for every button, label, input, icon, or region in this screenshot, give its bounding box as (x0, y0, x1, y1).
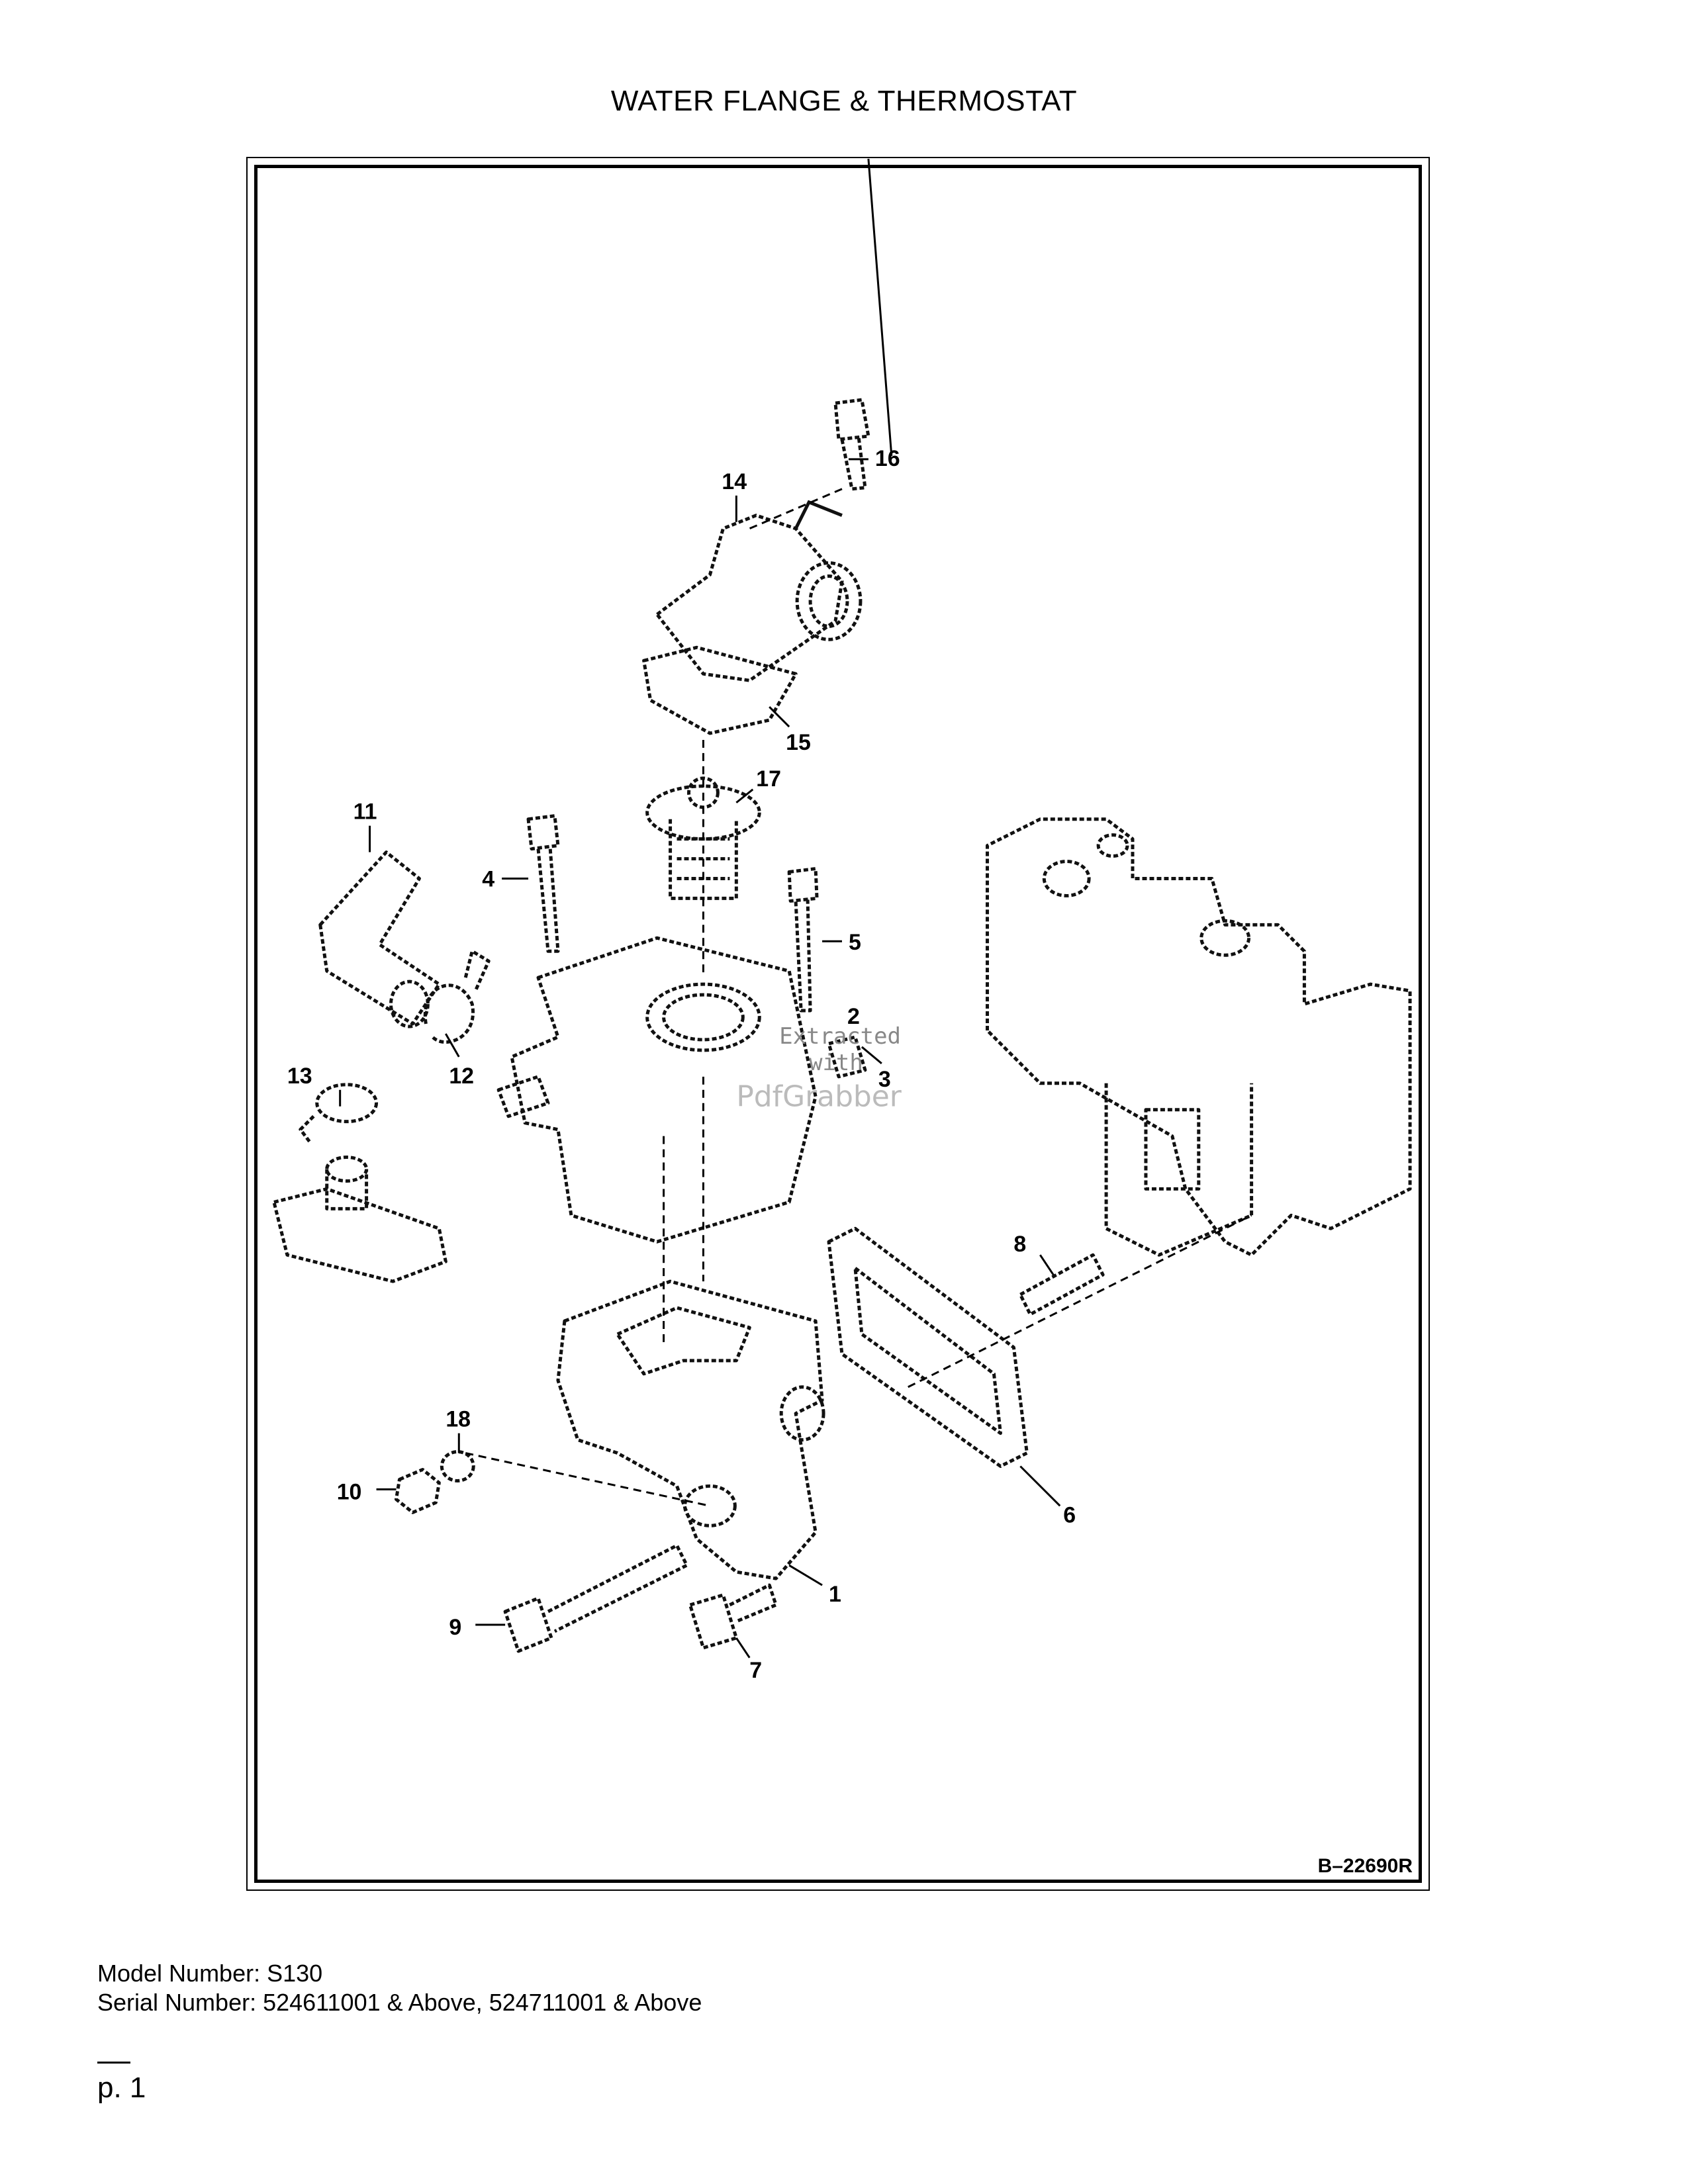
part-5-bolt (787, 867, 819, 1013)
part-8-stud (1018, 1253, 1105, 1316)
callout-13: 13 (287, 1064, 312, 1089)
part-6-gasket (827, 1226, 1029, 1468)
watermark-line-2: with (809, 1050, 863, 1075)
part-4-bolt (526, 814, 560, 953)
callout-12: 12 (449, 1064, 474, 1089)
callout-14: 14 (722, 469, 747, 494)
model-number: Model Number: S130 (97, 1960, 323, 1987)
diagram-border (254, 165, 1422, 1883)
part-3-plug (827, 1035, 867, 1079)
part-10-nut (395, 1467, 441, 1514)
serial-number: Serial Number: 524611001 & Above, 524711… (97, 1989, 702, 2016)
part-18-washer (440, 1450, 475, 1482)
part-12-clamp (423, 949, 491, 1044)
page-divider (97, 2062, 130, 2064)
callout-9: 9 (449, 1615, 461, 1640)
callout-7: 7 (749, 1658, 762, 1683)
callout-18: 18 (445, 1407, 471, 1432)
page-title: WATER FLANGE & THERMOSTAT (610, 85, 1078, 117)
callout-17: 17 (756, 766, 781, 792)
assembly-axis-lines (465, 488, 1252, 1507)
outlet-pipe-drawing (272, 1156, 447, 1283)
callout-4: 4 (482, 866, 494, 891)
engine-block-drawing (985, 817, 1412, 1257)
part-7-bolt (688, 1583, 778, 1650)
callout-10: 10 (337, 1479, 362, 1504)
watermark-line-3: PdfGrabber (736, 1080, 902, 1114)
part-15-gasket (642, 645, 798, 735)
callout-6: 6 (1063, 1502, 1076, 1527)
callout-16: 16 (875, 446, 900, 471)
callout-5: 5 (849, 930, 861, 955)
callout-3: 3 (878, 1067, 891, 1092)
part-16-bolt (833, 158, 893, 491)
part-11-hose (318, 850, 441, 1028)
part-13-clamp (299, 1083, 379, 1144)
callout-15: 15 (786, 730, 811, 755)
watermark-line-1: Extracted (779, 1023, 901, 1049)
callout-8: 8 (1013, 1232, 1026, 1257)
callout-leaders (339, 458, 1061, 1659)
part-14-housing-cover (655, 500, 863, 682)
callout-1: 1 (829, 1582, 841, 1607)
part-1-inlet-body (556, 1279, 825, 1580)
callout-11: 11 (353, 799, 377, 825)
diagram-frame: 16 14 15 17 11 4 5 2 3 13 12 8 6 18 10 1… (246, 157, 1430, 1891)
part-2-water-flange (496, 936, 818, 1244)
callout-2: 2 (847, 1004, 860, 1029)
exploded-parts-diagram: 16 14 15 17 11 4 5 2 3 13 12 8 6 18 10 1… (272, 158, 1412, 1683)
part-9-bolt (503, 1543, 689, 1653)
page-number: p. 1 (97, 2071, 146, 2104)
figure-reference: B–22690R (1317, 1855, 1413, 1877)
model-info: Model Number: S130 Serial Number: 524611… (97, 1959, 702, 2017)
